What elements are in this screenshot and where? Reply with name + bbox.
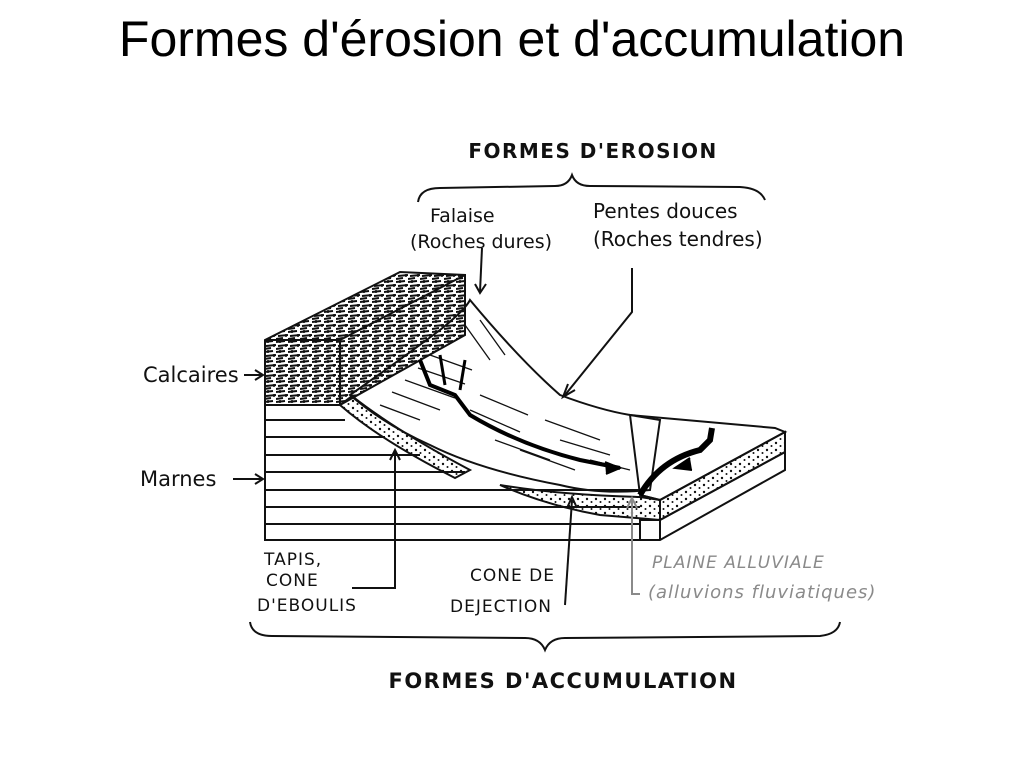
label-cone-de: CONE DE bbox=[470, 566, 555, 586]
label-dejection: DEJECTION bbox=[450, 597, 552, 617]
top-brace bbox=[417, 172, 766, 203]
alluvial-fan bbox=[499, 484, 661, 522]
leader-lines bbox=[233, 247, 633, 606]
bottom-brace bbox=[249, 621, 841, 653]
label-alluvions: (alluvions fluviatiques) bbox=[648, 582, 876, 603]
label-falaise: Falaise bbox=[430, 205, 495, 227]
gentle-slopes bbox=[348, 298, 662, 493]
header-formes-erosion: FORMES D'EROSION bbox=[468, 139, 717, 163]
label-pentes-douces: Pentes douces bbox=[593, 199, 738, 223]
scree-band bbox=[338, 394, 473, 480]
label-tapis: TAPIS, bbox=[263, 550, 322, 570]
header-formes-accumulation: FORMES D'ACCUMULATION bbox=[388, 669, 737, 693]
floodplain-sediment bbox=[659, 430, 786, 522]
calcaires-block bbox=[264, 270, 466, 406]
label-deboulis: D'EBOULIS bbox=[257, 596, 357, 616]
label-marnes: Marnes bbox=[140, 467, 216, 491]
plaine-leader bbox=[626, 495, 640, 595]
label-roches-tendres: (Roches tendres) bbox=[593, 227, 763, 251]
label-roches-dures: (Roches dures) bbox=[410, 231, 552, 253]
label-calcaires: Calcaires bbox=[143, 363, 239, 387]
slide-title: Formes d'érosion et d'accumulation bbox=[118, 11, 906, 67]
label-plaine-alluviale: PLAINE ALLUVIALE bbox=[652, 553, 825, 573]
river-network bbox=[418, 354, 715, 497]
label-cone: CONE bbox=[266, 571, 319, 591]
block-diagram bbox=[264, 270, 788, 541]
